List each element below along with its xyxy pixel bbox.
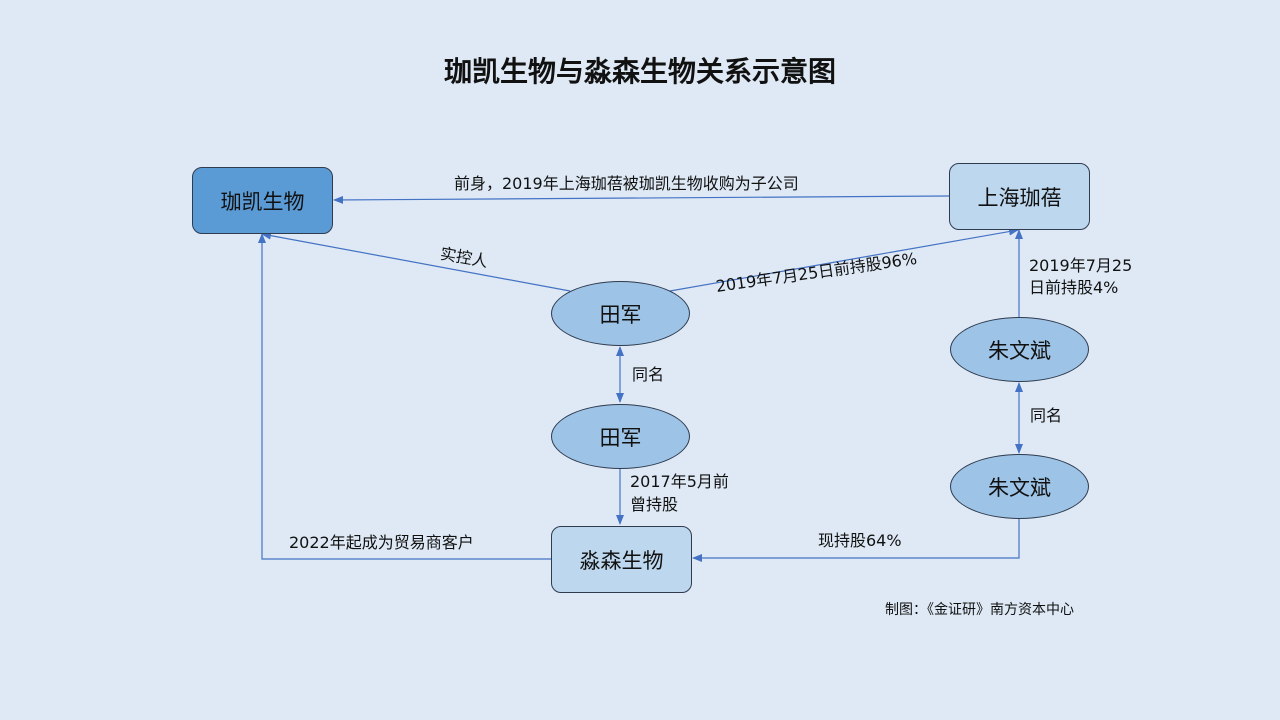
label-zhu-hold-2: 日前持股4% <box>1029 278 1119 297</box>
node-miaosen: 淼森生物 <box>551 526 692 593</box>
edge-customer <box>258 233 551 560</box>
edge-controller <box>261 231 571 292</box>
node-jiakai: 珈凯生物 <box>192 167 333 234</box>
label-zhu-hold-1: 2019年7月25 <box>1029 256 1133 275</box>
edge-predecessor <box>333 195 950 204</box>
label-tian-past-1: 2017年5月前 <box>630 472 729 491</box>
label-predecessor: 前身，2019年上海珈蓓被珈凯生物收购为子公司 <box>454 174 799 193</box>
label-zhu-current: 现持股64% <box>818 531 902 550</box>
label-same-name-tian: 同名 <box>632 365 665 384</box>
node-tianjun-2: 田军 <box>551 404 690 469</box>
node-zhuwenbin-1: 朱文斌 <box>950 317 1089 382</box>
label-tian-past-2: 曾持股 <box>630 495 679 514</box>
label-customer: 2022年起成为贸易商客户 <box>289 533 474 552</box>
node-zhuwenbin-2: 朱文斌 <box>950 454 1089 519</box>
node-tianjun-1: 田军 <box>551 281 690 346</box>
label-same-name-zhu: 同名 <box>1030 406 1063 425</box>
node-shanghai-jiabei: 上海珈蓓 <box>949 163 1090 230</box>
footer-credit: 制图：《金证研》南方资本中心 <box>885 602 1074 618</box>
edge-zhu-current <box>692 518 1020 562</box>
diagram-title: 珈凯生物与淼森生物关系示意图 <box>443 55 836 88</box>
edge-tian-hold <box>669 227 1019 292</box>
